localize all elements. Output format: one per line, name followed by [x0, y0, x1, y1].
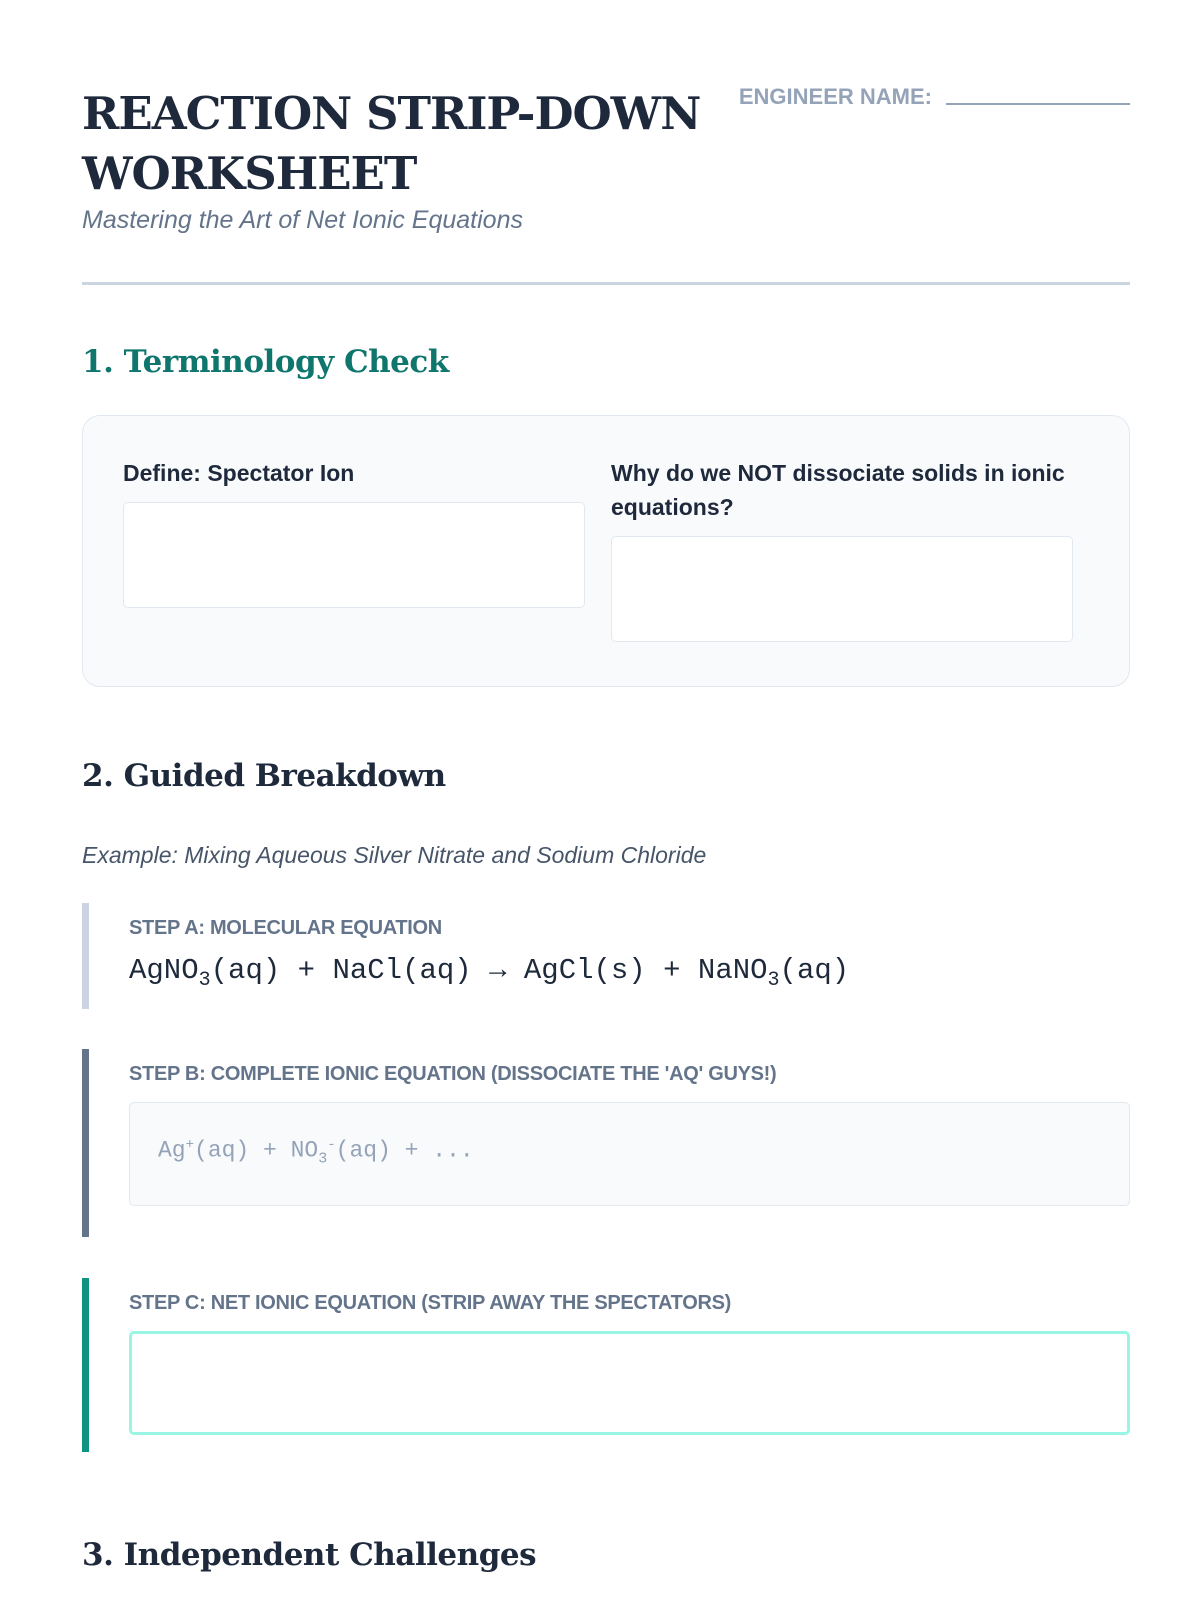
step-a: STEP A: MOLECULAR EQUATION AgNO3(aq) + N…: [82, 903, 1130, 1009]
engineer-name-field: ENGINEER NAME:: [722, 80, 1130, 113]
section-heading-challenges: 3. Independent Challenges: [82, 1537, 537, 1573]
terminology-card: Define: Spectator Ion Why do we NOT diss…: [82, 415, 1130, 687]
eq-subscript: 3: [767, 968, 780, 992]
placeholder-superscript: +: [185, 1137, 195, 1153]
eq-part: (aq): [779, 954, 850, 987]
molecular-equation: AgNO3(aq) + NaCl(aq) → AgCl(s) + NaNO3(a…: [129, 954, 1130, 992]
header-divider: [82, 282, 1130, 285]
section-heading-guided: 2. Guided Breakdown: [82, 758, 446, 794]
step-b: STEP B: COMPLETE IONIC EQUATION (DISSOCI…: [82, 1049, 1130, 1237]
step-c: STEP C: NET IONIC EQUATION (STRIP AWAY T…: [82, 1278, 1130, 1452]
question-label: Define: Spectator Ion: [123, 460, 355, 486]
step-label: STEP C: NET IONIC EQUATION (STRIP AWAY T…: [129, 1292, 732, 1314]
engineer-name-input[interactable]: [946, 103, 1130, 105]
placeholder-part: (aq) + NO: [194, 1137, 319, 1164]
complete-ionic-input[interactable]: Ag+(aq) + NO3-(aq) + ...: [129, 1102, 1130, 1206]
page-subtitle: Mastering the Art of Net Ionic Equations: [82, 206, 523, 234]
answer-box[interactable]: [123, 502, 585, 608]
step-label: STEP A: MOLECULAR EQUATION: [129, 917, 442, 939]
page-title: REACTION STRIP-DOWN WORKSHEET: [82, 87, 701, 200]
placeholder-subscript: 3: [318, 1150, 328, 1168]
placeholder-superscript: -: [327, 1137, 336, 1153]
eq-subscript: 3: [198, 968, 211, 992]
net-ionic-input[interactable]: [129, 1331, 1130, 1435]
engineer-name-label: ENGINEER NAME:: [738, 84, 932, 109]
question-label: Why do we NOT dissociate solids in ionic…: [611, 460, 1065, 520]
question-spectator-ion: Define: Spectator Ion: [123, 456, 585, 608]
example-description: Example: Mixing Aqueous Silver Nitrate a…: [82, 842, 707, 868]
placeholder-part: (aq) + ...: [335, 1137, 474, 1164]
eq-part: AgNO: [129, 954, 199, 987]
eq-part: (aq) + NaCl(aq) → AgCl(s) + NaNO: [210, 954, 768, 987]
step-label: STEP B: COMPLETE IONIC EQUATION (DISSOCI…: [129, 1063, 777, 1085]
question-solids: Why do we NOT dissociate solids in ionic…: [611, 456, 1073, 642]
section-heading-terminology: 1. Terminology Check: [82, 344, 449, 380]
placeholder-part: Ag: [158, 1137, 186, 1164]
answer-box[interactable]: [611, 536, 1073, 642]
